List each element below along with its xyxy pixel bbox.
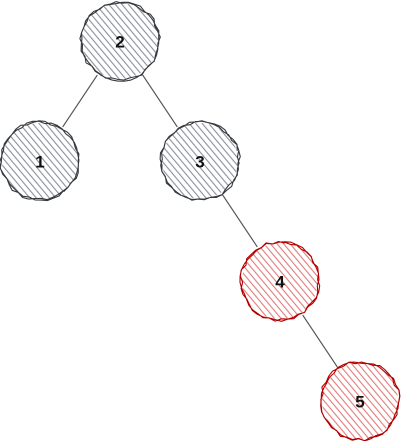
node-label: 1	[35, 153, 44, 172]
tree-node-2: 2	[79, 1, 161, 82]
node-outline	[159, 120, 241, 201]
node-label: 3	[195, 153, 204, 172]
node-fill	[82, 3, 158, 79]
node-fill	[2, 123, 78, 199]
node-fill	[162, 123, 238, 199]
node-outline	[239, 240, 321, 322]
node-outline	[79, 1, 161, 82]
tree-node-4: 4	[239, 240, 321, 322]
node-outline	[320, 361, 401, 441]
edge-n2-n3	[142, 74, 178, 128]
tree-node-1: 1	[0, 120, 80, 202]
node-fill	[322, 363, 398, 439]
node-outline	[0, 120, 80, 202]
node-fill	[242, 243, 318, 319]
node-label: 4	[275, 273, 285, 292]
tree-node-5: 5	[320, 361, 401, 441]
edges-layer	[62, 74, 338, 368]
edge-n4-n5	[302, 314, 338, 368]
node-label: 5	[355, 393, 364, 412]
tree-node-3: 3	[159, 120, 241, 201]
node-label: 2	[115, 33, 124, 52]
edge-n3-n4	[222, 194, 258, 248]
edge-n2-n1	[62, 74, 98, 128]
